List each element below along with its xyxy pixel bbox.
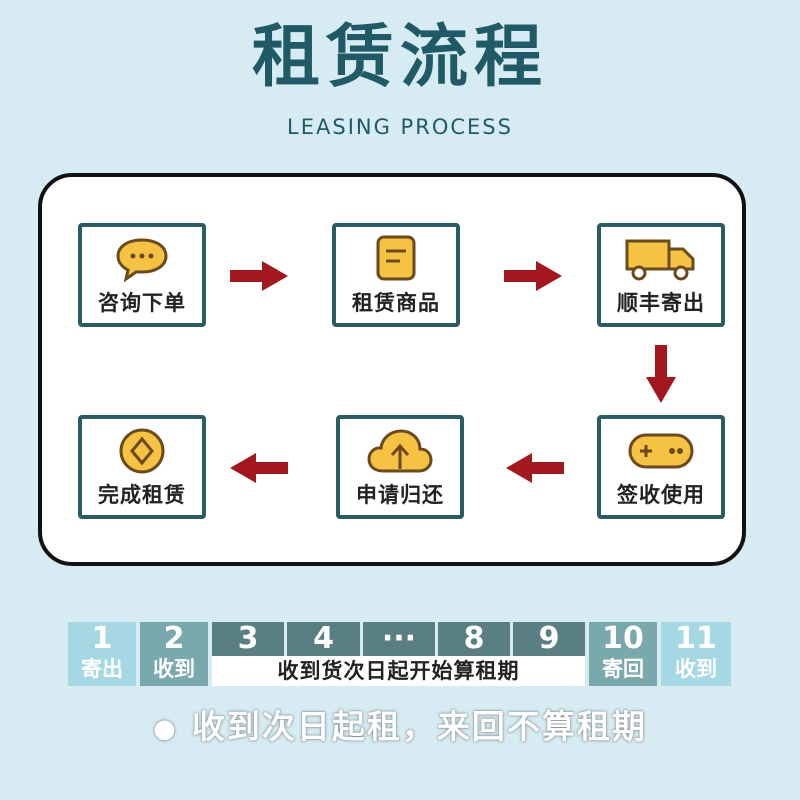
timeline-cell: 3 [212, 622, 284, 656]
arrow-down-icon [646, 345, 676, 403]
step-card-return: 申请归还 [336, 415, 464, 519]
coin-icon [112, 427, 172, 475]
timeline-cell: 1 寄出 [68, 622, 136, 686]
step-card-rent: 租赁商品 [332, 223, 460, 327]
arrow-right-icon [504, 261, 562, 291]
bullet-icon: ● [153, 713, 178, 744]
timeline-cell: 10 寄回 [589, 622, 657, 686]
step-card-use: 签收使用 [597, 415, 725, 519]
timeline-cell: 9 [513, 622, 585, 656]
rental-note: ● 收到次日起租，来回不算租期 [0, 700, 800, 748]
arrow-right-icon [230, 261, 288, 291]
step-card-consult: 咨询下单 [78, 223, 206, 327]
step-card-ship: 顺丰寄出 [597, 223, 725, 327]
truck-icon [623, 235, 699, 283]
process-panel: 咨询下单 租赁商品 顺丰寄出 [38, 173, 746, 566]
page-subtitle: LEASING PROCESS [287, 115, 513, 139]
step-label: 申请归还 [356, 483, 444, 507]
step-label: 咨询下单 [98, 291, 186, 315]
document-icon [366, 235, 426, 283]
step-label: 签收使用 [617, 483, 705, 507]
step-label: 顺丰寄出 [617, 291, 705, 315]
timeline-cell: 11 收到 [661, 622, 731, 686]
step-label: 完成租赁 [98, 483, 186, 507]
chat-bubble-icon [112, 235, 172, 283]
note-text: 收到次日起租，来回不算租期 [191, 707, 647, 746]
arrow-left-icon [506, 453, 564, 483]
gamepad-icon [626, 427, 696, 475]
page-title: 租赁流程 [251, 18, 548, 97]
timeline-cell: 2 收到 [140, 622, 208, 686]
step-label: 租赁商品 [352, 291, 440, 315]
timeline-span-label: 收到货次日起开始算租期 [212, 656, 585, 686]
timeline-cell: 8 [438, 622, 510, 656]
cloud-upload-icon [365, 427, 435, 475]
timeline-cell: ··· [363, 622, 435, 656]
timeline-cell: 4 [287, 622, 360, 656]
arrow-left-icon [230, 453, 288, 483]
step-card-complete: 完成租赁 [78, 415, 206, 519]
